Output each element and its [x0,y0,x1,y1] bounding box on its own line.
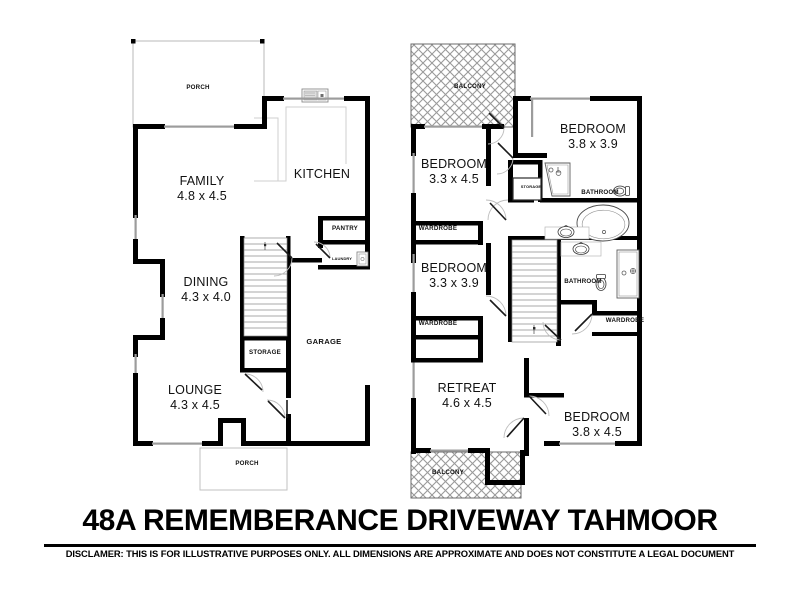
room-label-bathroom: BATHROOM [581,189,619,196]
kitchen-bench [254,106,347,182]
room-name: BATHROOM [564,278,602,285]
room-dimensions: 4.3 x 4.0 [181,290,231,304]
storage-box-first-floor [512,177,542,201]
room-dimensions: 3.8 x 4.5 [572,425,622,439]
page-title: 48A REMEMBERANCE DRIVEWAY TAHMOOR [82,504,718,537]
room-name: STORAGE [521,184,542,189]
stove-icon [301,88,329,103]
balcony-bottom-hatch [410,451,522,499]
room-label-balcony: BALCONY [432,469,465,476]
room-dimensions: 4.6 x 4.5 [442,396,492,410]
wash-basin-icon-1 [544,225,590,240]
first-floor-doors [485,127,593,439]
balcony-top-hatch [410,43,516,128]
room-label-storage: STORAGE [521,184,542,189]
room-dimensions: 3.8 x 3.9 [568,137,618,151]
room-name: WARDROBE [419,225,457,232]
room-label-bathroom: BATHROOM [564,278,602,285]
shower-icon [544,162,571,197]
room-name: LAUNDRY [332,256,352,261]
title-block: 48A REMEMBERANCE DRIVEWAY TAHMOOR DISCLA… [0,500,800,600]
room-label-wardrobe: WARDROBE [419,225,457,232]
ground-floor-walls [133,96,370,446]
ground-floor-door-leaves [244,242,331,419]
room-name: BEDROOM [421,157,487,171]
room-label-balcony: BALCONY [454,83,487,90]
plan-canvas [0,0,800,500]
room-dimensions: 3.3 x 3.9 [429,276,479,290]
room-label-laundry: LAUNDRY [332,256,352,261]
laundry-tub-icon [356,251,369,267]
room-name: PANTRY [332,225,359,232]
room-dimensions: 3.3 x 4.5 [429,172,479,186]
room-label-wardrobe: WARDROBE [419,320,457,327]
room-name: FAMILY [180,174,225,188]
room-label-kitchen: KITCHEN [294,167,350,181]
room-name: KITCHEN [294,167,350,181]
room-name: BATHROOM [581,189,619,196]
room-name: PORCH [186,84,210,91]
room-label-garage: GARAGE [306,337,341,346]
room-label-porch: PORCH [186,84,210,91]
room-name: BEDROOM [560,122,626,136]
room-name: GARAGE [306,337,341,346]
porch-post-top-left [131,39,136,44]
room-name: WARDROBE [419,320,457,327]
room-label-wardrobe: WARDROBE [606,317,644,324]
room-label-porch: PORCH [235,460,259,467]
room-label-storage: STORAGE [249,349,281,356]
room-dimensions: 4.8 x 4.5 [177,189,227,203]
room-name: DINING [184,275,229,289]
room-name: LOUNGE [168,383,222,397]
room-name: RETREAT [438,381,497,395]
room-name: WARDROBE [606,317,644,324]
ground-floor-doors [244,241,331,419]
title-divider [44,544,756,547]
room-name: STORAGE [249,349,281,356]
room-label-pantry: PANTRY [332,225,359,232]
room-dimensions: 4.3 x 4.5 [170,398,220,412]
porch-outline-bottom [199,447,288,491]
room-name: BEDROOM [421,261,487,275]
staircase-ground-floor [243,237,288,337]
wash-basin-icon-2 [560,241,602,257]
porch-post-top-right [260,39,265,44]
shower-icon-lower [616,249,640,299]
room-name: BEDROOM [564,410,630,424]
staircase-first-floor [511,239,558,343]
first-floor-walls [411,96,642,485]
disclaimer-text: DISCLAMER: THIS IS FOR ILLUSTRATIVE PURP… [65,548,735,559]
first-floor-door-leaves [488,112,593,438]
room-name: BALCONY [454,83,487,90]
room-name: PORCH [235,460,259,467]
room-name: BALCONY [432,469,465,476]
